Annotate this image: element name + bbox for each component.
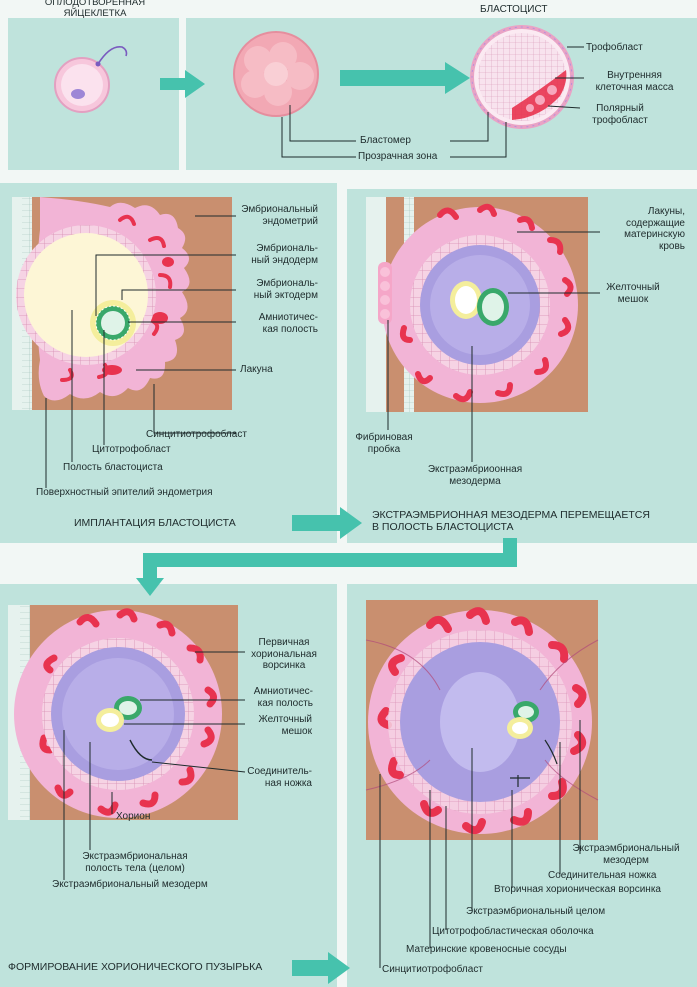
panel5-leaders [379,720,581,968]
label-trophoblast: Трофобласт [586,42,643,53]
zygote [54,46,128,113]
label-zona-pellucida: Прозрачная зона [358,151,438,162]
panel3-leaders [387,231,600,462]
label-polar-trophoblast: Полярный трофобласт [592,103,648,126]
label-syncytiotrophoblast-5: Синцитиотрофобласт [382,964,483,975]
label-coelom: Экстраэмбриональная полость тела (целом) [82,851,188,874]
chorionic-vesicle-drawing [8,605,238,820]
label-fibrin-plug: Фибриновая пробка [355,432,413,455]
label-connecting-stalk: Соединитель- ная ножка [247,766,312,789]
label-amniotic-cavity-4: Амниотичес- кая полость [253,686,313,709]
label-extraembryonic-mesoderm-5: Экстраэмбриональный мезодерм [572,843,680,866]
label-lacuna: Лакуна [240,364,273,375]
arrow-icon [143,538,517,582]
panel4-leaders [63,651,246,880]
morula [233,31,319,117]
label-amniotic-cavity: Амниотичес- кая полость [258,312,318,335]
label-surface-epithelium: Поверхностный эпителий эндометрия [36,487,213,498]
implantation-drawing [12,197,232,410]
arrow-icon [292,507,362,539]
label-yolk-sac: Желточный мешок [606,282,660,305]
label-cytotrophoblastic-shell: Цитотрофобластическая оболочка [432,926,594,937]
label-embryonic-endoderm: Эмбриональ- ный эндодерм [251,243,318,266]
caption-chorionic-vesicle: ФОРМИРОВАНИЕ ХОРИОНИЧЕСКОГО ПУЗЫРЬКА [8,961,263,973]
label-inner-cell-mass: Внутренняя клеточная масса [595,70,674,93]
label-extraembryonic-mesoderm: Экстраэмбриоонная мезодерма [427,464,523,487]
label-blastocyst-title: БЛАСТОЦИСТ [480,4,548,15]
label-lacunae-blood: Лакуны, содержащие материнскую кровь [624,206,685,252]
blastocyst [470,25,574,129]
panel2-leaders [45,215,236,488]
label-blastomere: Бластомер [360,135,411,146]
panel1-leaders [281,46,584,158]
label-maternal-vessels: Материнские кровеносные сосуды [406,944,567,955]
label-embryonic-ectoderm: Эмбриональ- ный эктодерм [253,278,318,301]
label-cytotrophoblast: Цитотрофобласт [92,444,171,455]
label-blastocyst-cavity: Полость бластоциста [63,462,163,473]
arrow-icon [160,70,205,98]
label-fertilized-egg: ОПЛОДОТВОРЕННАЯ ЯЙЦЕКЛЕТКА [44,0,146,19]
label-secondary-villus: Вторичная хорионическая ворсинка [494,884,661,895]
label-yolk-sac-4: Желточный мешок [258,714,313,737]
arrow-icon [340,62,470,94]
mesoderm-drawing [366,197,588,412]
label-chorion: Хорион [116,811,151,822]
caption-implantation: ИМПЛАНТАЦИЯ БЛАСТОЦИСТА [74,517,236,529]
label-syncytiotrophoblast: Синцитиотрофобласт [146,429,247,440]
label-extraembryonic-mesoderm-4: Экстраэмбриональный мезодерм [52,879,208,890]
arrow-icon [292,952,350,984]
label-extraembryonic-coelom: Экстраэмбриональный целом [466,906,606,917]
label-connecting-stalk-5: Соединительная ножка [548,870,657,881]
arrow-icon [136,578,164,596]
caption-mesoderm-migration: ЭКСТРАЭМБРИОННАЯ МЕЗОДЕРМА ПЕРЕМЕЩАЕТСЯ … [372,509,650,533]
secondary-villi-drawing [365,600,599,840]
label-primary-villus: Первичная хориональная ворсинка [251,637,317,671]
label-endometrium: Эмбриональный эндометрий [241,204,318,227]
